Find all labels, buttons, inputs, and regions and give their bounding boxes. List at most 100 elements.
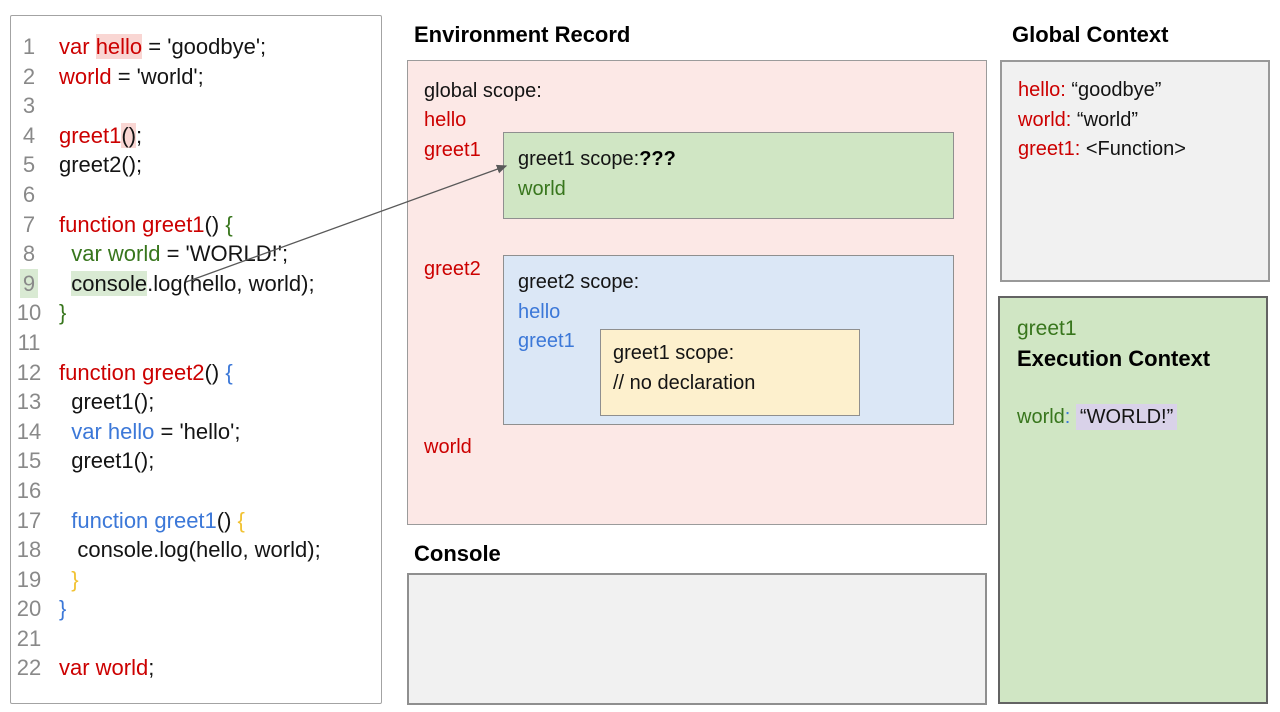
line-number: 20: [16, 596, 42, 622]
code-text: }: [59, 300, 67, 326]
greet2-scope-box: greet2 scope: hello greet1 greet1 scope:…: [503, 255, 954, 425]
line-number: 21: [16, 625, 42, 651]
entry-key: world:: [1018, 108, 1072, 131]
greet1-scope-var-world: world: [518, 177, 566, 200]
code-text: var world = 'WORLD!';: [71, 241, 289, 267]
entry-key: hello:: [1018, 79, 1066, 101]
inner-greet1-scope-comment: // no declaration: [613, 371, 756, 394]
code-line: 7 function greet1() {: [11, 210, 381, 240]
line-number: 14: [16, 418, 42, 444]
line-number: 15: [16, 448, 42, 474]
code-text: }: [71, 566, 79, 592]
entry-value: “world”: [1071, 108, 1139, 131]
code-text: console.log(hello, world);: [59, 537, 321, 563]
code-line: 4 greet1();: [11, 121, 381, 151]
line-number: 19: [16, 566, 42, 592]
code-line: 9 console.log(hello, world);: [11, 268, 381, 299]
entry-value: “goodbye”: [1065, 79, 1162, 101]
code-text: var world;: [59, 655, 155, 681]
line-number: 2: [22, 63, 36, 89]
global-context-entry: greet1: <Function>: [1018, 135, 1268, 165]
line-number: 10: [16, 300, 42, 326]
code-line: 16: [11, 476, 381, 506]
line-number: 22: [16, 655, 42, 681]
code-line: 5 greet2();: [11, 150, 381, 180]
code-line: 10}: [11, 298, 381, 328]
console-title: Console: [414, 541, 501, 566]
code-line: 2 world = 'world';: [11, 62, 381, 92]
spacer: [1017, 373, 1266, 403]
code-lines: 1 var hello = 'goodbye'; 2 world = 'world';…: [11, 16, 381, 683]
code-text: greet1();: [59, 389, 155, 415]
line-number: 18: [16, 537, 42, 563]
greet2-scope-label: greet2 scope:: [518, 271, 640, 293]
code-line: 19 }: [11, 565, 381, 595]
code-text: function greet1() {: [59, 211, 233, 237]
code-line: 14 var hello = 'hello';: [11, 417, 381, 447]
line-number: 17: [16, 507, 42, 533]
global-var-world: world: [424, 436, 472, 458]
execution-context-heading: Execution Context: [1017, 345, 1211, 371]
execution-context-panel: greet1 Execution Context world: “WORLD!”: [998, 296, 1268, 704]
line-number: 5: [22, 152, 36, 178]
line-number: 11: [17, 329, 41, 355]
global-context-title: Global Context: [1012, 22, 1169, 47]
code-line: 17 function greet1() {: [11, 506, 381, 536]
code-line: 13 greet1();: [11, 387, 381, 417]
line-number: 4: [22, 122, 36, 148]
global-var-greet1: greet1: [424, 139, 481, 161]
line-number: 8: [22, 241, 36, 267]
environment-record-box: global scope: hello greet1 greet2 world …: [407, 60, 987, 525]
code-line: 3: [11, 91, 381, 121]
code-text: var hello = 'hello';: [71, 418, 241, 444]
entry-key: greet1:: [1018, 138, 1081, 161]
execution-context-fn-name: greet1: [1017, 317, 1077, 340]
line-number: 12: [16, 359, 42, 385]
code-line: 1 var hello = 'goodbye';: [11, 32, 381, 62]
greet1-scope-question: ???: [639, 148, 676, 170]
line-number: 3: [22, 93, 36, 119]
environment-record-title: Environment Record: [414, 22, 631, 47]
inner-greet1-scope-label: greet1 scope:: [613, 342, 735, 364]
greet2-scope-var-hello: hello: [518, 300, 561, 323]
console-output-box: [407, 573, 987, 705]
code-line: 12 function greet2() {: [11, 358, 381, 388]
greet1-scope-heading: greet1 scope:???: [518, 145, 953, 175]
line-number: 7: [22, 211, 36, 237]
global-context-entry: world: “world”: [1018, 106, 1268, 136]
entry-value: <Function>: [1080, 138, 1186, 161]
code-line: 22 var world;: [11, 653, 381, 683]
code-line: 20}: [11, 594, 381, 624]
global-var-greet2: greet2: [424, 258, 481, 280]
execution-context-entry: world: “WORLD!”: [1017, 403, 1266, 433]
greet2-scope-var-greet1: greet1: [518, 330, 575, 353]
code-text: var hello = 'goodbye';: [59, 34, 267, 59]
line-number: 16: [16, 477, 42, 503]
greet1-scope-label: greet1 scope:: [518, 148, 640, 170]
code-text: }: [59, 596, 67, 622]
code-line: 21: [11, 624, 381, 654]
line-number: 13: [16, 389, 42, 415]
code-text: console.log(hello, world);: [71, 270, 315, 296]
entry-key: world: [1017, 405, 1065, 428]
code-text: world = 'world';: [59, 63, 204, 89]
code-text: function greet2() {: [59, 359, 233, 385]
code-text: greet1();: [59, 122, 143, 148]
code-text: function greet1() {: [71, 507, 245, 533]
line-number: 9: [11, 268, 47, 299]
global-context-entry: hello: “goodbye”: [1018, 76, 1268, 106]
line-number: 1: [22, 34, 36, 59]
entry-value: “WORLD!”: [1075, 403, 1178, 430]
code-text: greet1();: [59, 448, 155, 474]
inner-greet1-scope-box: greet1 scope: // no declaration: [600, 329, 860, 416]
greet1-scope-box: greet1 scope:??? world: [503, 132, 954, 219]
line-number: 6: [22, 181, 36, 207]
code-text: greet2();: [59, 152, 143, 178]
global-var-hello: hello: [424, 109, 467, 131]
global-scope-label: global scope:: [424, 80, 542, 102]
code-line: 18 console.log(hello, world);: [11, 535, 381, 565]
code-line: 15 greet1();: [11, 446, 381, 476]
global-context-box: hello: “goodbye” world: “world” greet1: …: [1000, 60, 1270, 282]
code-line: 11: [11, 328, 381, 358]
